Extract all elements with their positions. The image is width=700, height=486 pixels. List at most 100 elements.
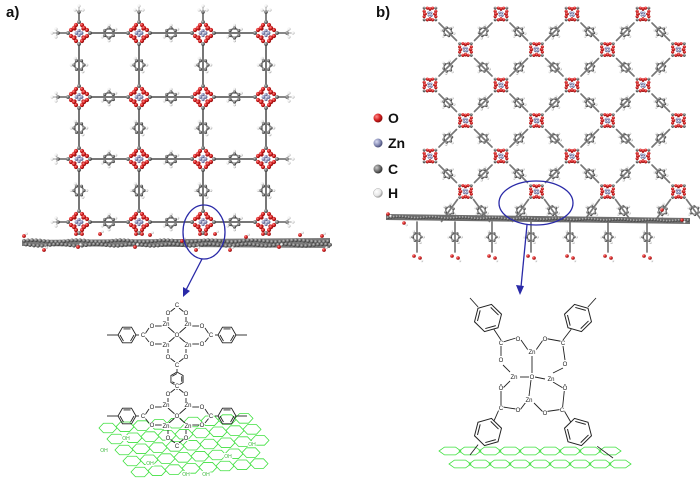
rotated-node: [422, 148, 438, 164]
h-atom: [209, 126, 213, 130]
o-atom: [268, 89, 274, 95]
bdc-linker: [473, 57, 493, 77]
zn-atom: [462, 188, 466, 192]
c-atom: [477, 135, 481, 139]
schematic-bond: [219, 415, 224, 423]
c-atom: [234, 239, 238, 244]
c-atom: [22, 238, 26, 243]
h-atom: [325, 246, 328, 249]
h-atom: [664, 70, 667, 74]
o-atom: [402, 221, 406, 225]
schematic-bond: [587, 297, 597, 308]
zn-atom: [79, 220, 84, 224]
o-atom: [469, 118, 473, 123]
o-atom: [532, 184, 536, 188]
h-atom: [551, 36, 554, 40]
c-atom: [513, 171, 517, 175]
c-atom: [602, 235, 606, 239]
o-atom: [532, 124, 536, 128]
c-atom: [585, 104, 589, 108]
c-atom: [442, 171, 446, 175]
c-atom: [627, 29, 631, 33]
paddlewheel-node: [66, 209, 92, 235]
o-atom: [641, 159, 645, 163]
c-atom: [529, 124, 533, 128]
o-atom: [600, 47, 604, 52]
o-atom: [611, 189, 615, 194]
o-label: O: [543, 337, 548, 343]
c-atom: [531, 231, 535, 235]
graphene-hexagon: [181, 463, 201, 474]
h-atom: [69, 189, 73, 192]
label-backing: [529, 374, 535, 380]
c-atom: [173, 222, 177, 227]
c-atom: [620, 169, 624, 173]
c-atom: [142, 63, 146, 67]
c-atom: [660, 34, 664, 38]
h-atom: [483, 95, 487, 98]
o-atom: [534, 113, 539, 117]
c-atom: [586, 210, 589, 214]
o-atom: [433, 12, 437, 16]
h-atom: [584, 205, 588, 208]
c-atom: [635, 89, 639, 93]
c-atom: [626, 62, 630, 66]
c-atom: [126, 157, 130, 161]
c-atom: [545, 217, 549, 221]
h-atom: [627, 205, 631, 208]
o-atom: [647, 157, 651, 161]
zn-atom: [427, 82, 431, 86]
o-atom: [647, 151, 651, 155]
c-atom: [469, 113, 473, 117]
zn-atom: [571, 84, 575, 88]
zn-atom: [640, 82, 644, 86]
c-atom: [140, 242, 144, 247]
zn-atom: [500, 84, 504, 88]
c-atom: [442, 100, 446, 104]
c-label: C: [175, 303, 180, 309]
c-atom: [524, 216, 528, 220]
o-atom: [258, 89, 264, 95]
c-atom: [665, 207, 668, 211]
h-atom: [136, 243, 139, 246]
o-atom: [205, 25, 211, 31]
legend-label-oxygen: O: [388, 110, 399, 126]
c-atom: [480, 34, 484, 38]
c-atom: [686, 218, 690, 222]
bdc-linker: [193, 44, 213, 86]
bdc-linker: [615, 93, 635, 113]
c-atom: [212, 95, 216, 99]
c-atom: [479, 204, 483, 208]
o-atom: [458, 47, 462, 52]
c-atom: [458, 124, 462, 128]
bdc-linker: [129, 170, 149, 211]
c-atom: [464, 215, 468, 219]
o-atom: [532, 195, 536, 199]
paddlewheel-node: [458, 42, 473, 57]
label-backing: [515, 407, 521, 413]
zn-atom: [675, 49, 679, 53]
graphene-hexagon: [508, 459, 532, 469]
schematic-bond: [567, 428, 571, 440]
o-atom: [213, 232, 217, 236]
graphene-hexagon: [115, 421, 135, 432]
c-atom: [518, 176, 522, 180]
label-backing: [183, 423, 193, 429]
o-atom: [540, 47, 544, 52]
o-atom: [608, 195, 612, 199]
c-atom: [693, 213, 697, 217]
c-atom: [137, 146, 141, 150]
paddlewheel-node: [529, 42, 544, 57]
legend-item-carbon: C: [373, 161, 398, 177]
terminal-cap: [50, 27, 68, 39]
c-label: C: [561, 341, 566, 347]
o-atom: [466, 42, 470, 46]
c-atom: [122, 238, 126, 243]
h-atom: [628, 35, 632, 38]
c-atom: [660, 176, 664, 180]
o-atom: [431, 148, 435, 152]
h-atom: [287, 224, 291, 228]
c-atom: [674, 218, 678, 222]
o-atom: [502, 160, 506, 164]
